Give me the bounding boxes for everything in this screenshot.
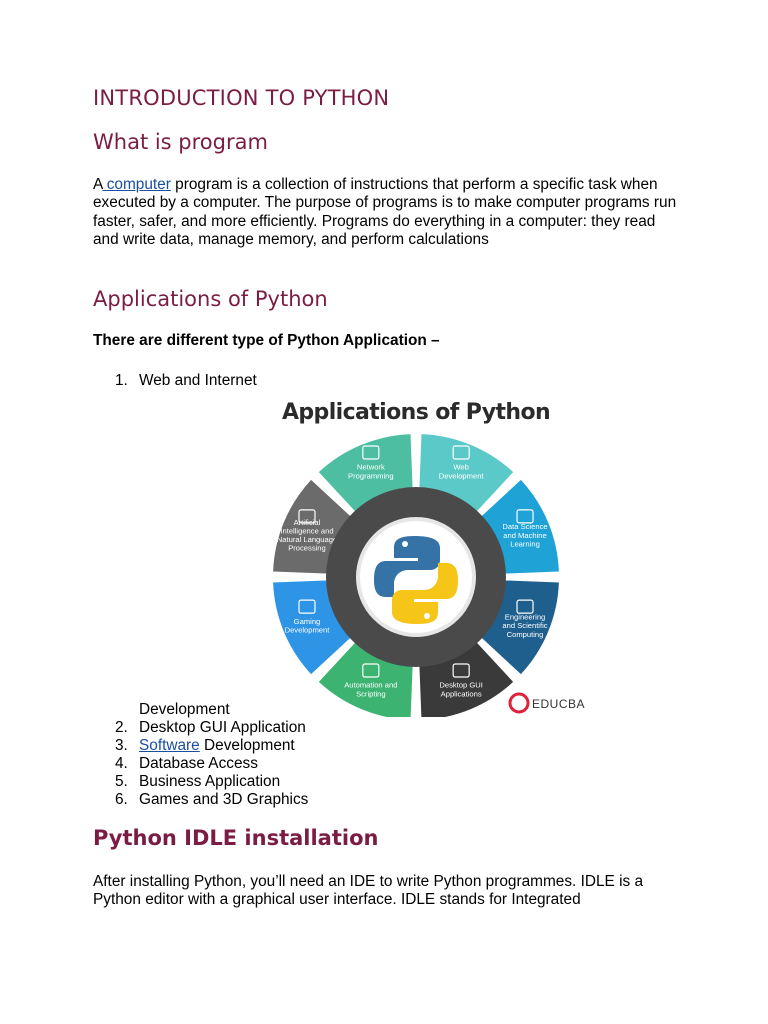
applications-wheel: Applications of Python NetworkProgrammin… xyxy=(273,400,585,717)
list-item: 2. Desktop GUI Application xyxy=(93,719,308,737)
list-item: 1. Web and Internet xyxy=(93,372,257,390)
segment-icon xyxy=(452,445,470,460)
list-number: 1. xyxy=(115,372,128,389)
segment-label: Artificial xyxy=(294,518,321,527)
list-item: 5. Business Application xyxy=(93,773,308,791)
applications-list-first: 1. Web and Internet xyxy=(93,372,257,390)
list-item: 3. Software Development xyxy=(93,737,308,755)
segment-label: Development xyxy=(439,471,485,480)
educba-logo: EDUCBA xyxy=(508,692,585,714)
paragraph-body: program is a collection of instructions … xyxy=(93,176,677,248)
list-number: 6. xyxy=(115,791,128,808)
segment-icon xyxy=(362,445,380,460)
segment-label: Computing xyxy=(507,630,544,639)
segment-icon xyxy=(362,663,380,678)
segment-label: Web xyxy=(453,463,468,472)
idle-paragraph: After installing Python, you’ll need an … xyxy=(93,873,644,909)
list-number: 3. xyxy=(115,737,128,754)
segment-icon xyxy=(516,599,534,614)
list-text: Desktop GUI Application xyxy=(139,719,306,736)
segment-label: Network xyxy=(357,463,385,472)
segment-icon xyxy=(298,509,316,524)
segment-label: Automation and xyxy=(344,681,397,690)
software-link[interactable]: Software xyxy=(139,737,200,754)
segment-label: Data Science xyxy=(502,522,547,531)
segment-label: and Machine xyxy=(503,531,546,540)
list-number: 5. xyxy=(115,773,128,790)
segment-label: Engineering xyxy=(505,613,546,622)
segment-label: Gaming xyxy=(294,617,321,626)
applications-list-rest: Development 2. Desktop GUI Application 3.… xyxy=(93,701,308,809)
list-number: 2. xyxy=(115,719,128,736)
segment-label: Natural Language xyxy=(277,535,337,544)
list-number: 4. xyxy=(115,755,128,772)
segment-label: Programming xyxy=(348,471,394,480)
list-item: 4. Database Access xyxy=(93,755,308,773)
segment-label: Applications xyxy=(441,689,482,698)
list-text: Games and 3D Graphics xyxy=(139,791,309,808)
computer-link[interactable]: computer xyxy=(102,176,171,193)
list-text: Business Application xyxy=(139,773,281,790)
section-heading-what-is-program: What is program xyxy=(93,130,268,154)
section-heading-idle: Python IDLE installation xyxy=(93,826,379,850)
document-title: INTRODUCTION TO PYTHON xyxy=(93,86,390,110)
figure-title: Applications of Python xyxy=(282,400,550,425)
applications-intro: There are different type of Python Appli… xyxy=(93,332,440,349)
segment-label: Learning xyxy=(510,539,540,548)
brand-name: EDUCBA xyxy=(532,697,585,711)
paragraph-prefix: A xyxy=(93,176,103,193)
center-hub xyxy=(326,487,506,667)
segment-label: Desktop GUI xyxy=(439,681,482,690)
segment-icon xyxy=(452,663,470,678)
segment-label: Processing xyxy=(288,544,326,553)
list-text-continued: Development xyxy=(139,701,230,718)
program-paragraph: A computer program is a collection of in… xyxy=(93,176,678,249)
list-item: Development xyxy=(93,701,308,719)
section-heading-applications: Applications of Python xyxy=(93,287,328,311)
list-text: Development xyxy=(199,737,295,754)
hub-circle xyxy=(356,517,476,637)
segment-icon xyxy=(516,509,534,524)
python-logo-icon xyxy=(374,536,458,624)
segment-label: Development xyxy=(285,625,331,634)
segment-label: Scripting xyxy=(356,689,386,698)
segment-label: and Scientific xyxy=(502,621,547,630)
segment-label: Intelligence and xyxy=(280,527,333,536)
segment-icon xyxy=(298,599,316,614)
educba-mark-icon xyxy=(508,692,530,714)
list-text: Web and Internet xyxy=(139,372,257,389)
list-text: Database Access xyxy=(139,755,258,772)
list-item: 6. Games and 3D Graphics xyxy=(93,791,308,809)
